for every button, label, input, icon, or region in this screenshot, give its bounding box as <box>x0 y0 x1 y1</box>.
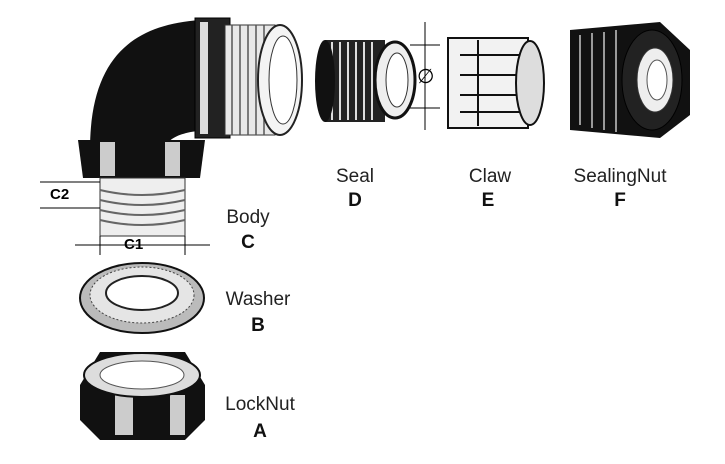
claw-label: Claw <box>468 166 512 187</box>
seal-part <box>315 40 417 122</box>
body-letter: C <box>241 232 255 253</box>
washer-label: Washer <box>225 289 291 310</box>
c1-dimension-label: C1 <box>124 236 144 253</box>
sealing-nut-part <box>570 22 690 138</box>
dimension-lines <box>40 22 440 255</box>
locknut-label: LockNut <box>225 394 295 415</box>
body-label: Body <box>226 207 270 228</box>
seal-letter: D <box>348 190 362 211</box>
claw-part <box>447 37 545 129</box>
washer-letter: B <box>251 315 265 336</box>
claw-letter: E <box>481 190 495 211</box>
sealing-nut-label: SealingNut <box>573 166 667 187</box>
body-elbow <box>78 17 303 237</box>
sealing-nut-letter: F <box>614 190 626 211</box>
locknut-part <box>80 352 205 440</box>
locknut-letter: A <box>253 421 267 442</box>
diameter-symbol: ∅ <box>417 66 435 88</box>
seal-label: Seal <box>335 166 375 187</box>
c2-dimension-label: C2 <box>50 186 70 203</box>
washer-part <box>79 262 205 334</box>
